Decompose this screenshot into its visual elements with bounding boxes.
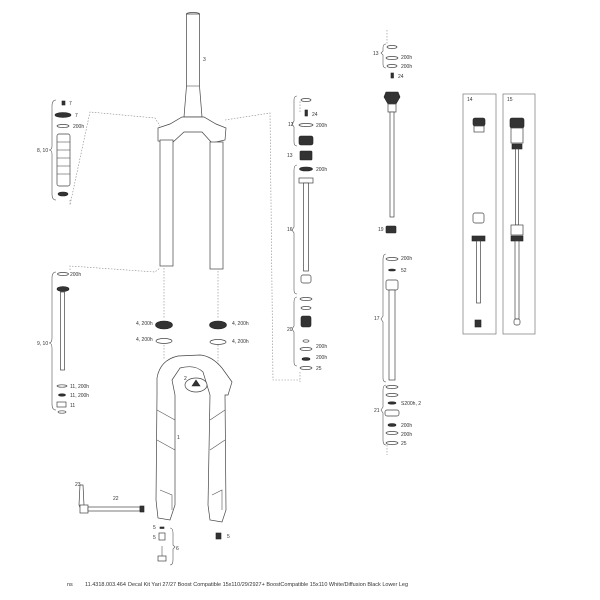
label-part: 200h <box>401 64 412 70</box>
label-air-shaft-group: 9, 10 <box>37 341 48 347</box>
footer-part-number: 11.4318.003.464 <box>85 582 126 588</box>
damper-assembly-boxes <box>462 93 536 335</box>
label-part: 200h <box>401 423 412 429</box>
label-part: 52 <box>401 268 407 274</box>
label-part: 21 <box>374 408 380 414</box>
label-box-14: 14 <box>467 97 473 103</box>
label-seal: 4, 200h <box>136 321 153 327</box>
label-part: 200h <box>316 123 327 129</box>
label-top-cap: 7 <box>75 113 78 119</box>
leader-lines <box>69 30 388 455</box>
label-part: 200h <box>401 55 412 61</box>
label-part: 200h <box>316 344 327 350</box>
label-air-group: 8, 10 <box>37 148 48 154</box>
lower-leg <box>155 354 233 523</box>
label-part: 25 <box>316 366 322 372</box>
footer-qty: ns <box>67 582 73 588</box>
label-part: 13 <box>287 153 293 159</box>
label-seal: 4, 200h <box>232 339 249 345</box>
label-part: 25 <box>401 441 407 447</box>
label-part: 12 <box>288 122 294 128</box>
label-part: 200h <box>401 432 412 438</box>
label-part: 17 <box>374 316 380 322</box>
spring-column <box>291 95 314 370</box>
label-shaft: 11 <box>70 403 75 409</box>
footer-description: Decal Kit Yari 27/27 Boost Compatible 15… <box>128 582 409 588</box>
label-part: 16 <box>287 227 293 233</box>
label-part: 13 <box>373 51 379 57</box>
crown-steerer-uppers <box>157 12 227 270</box>
bottom-bolts <box>157 526 222 566</box>
label-decal: 2 <box>184 376 187 382</box>
label-part: 20 <box>287 327 293 333</box>
label-grease: 200h <box>70 272 81 278</box>
label-part: 19 <box>378 227 384 233</box>
label-bolt: 5 <box>227 534 230 540</box>
label-part: 24 <box>398 74 404 80</box>
air-spring-top-group <box>48 99 72 201</box>
label-axle-lever: 23 <box>75 482 81 488</box>
label-part: 200h <box>316 355 327 361</box>
label-shaft: 11, 200h <box>70 393 89 399</box>
damper-column <box>380 43 401 446</box>
label-part: S200h, 2 <box>401 401 421 407</box>
label-grease: 200h <box>73 124 84 130</box>
label-axle: 22 <box>113 496 119 502</box>
thru-axle <box>78 484 145 514</box>
air-shaft-group <box>48 271 70 414</box>
label-shaft: 11, 200h <box>70 384 89 390</box>
dust-seals <box>155 320 227 345</box>
label-part: 200h <box>401 256 412 262</box>
label-bolt-group: 6 <box>176 546 179 552</box>
label-seal: 4, 200h <box>232 321 249 327</box>
label-lower-leg: 1 <box>177 435 180 441</box>
label-part: 24 <box>312 112 318 118</box>
label-steerer: 3 <box>203 57 206 63</box>
label-bolt: 5 <box>153 535 156 541</box>
label-seal: 4, 200h <box>136 337 153 343</box>
label-box-15: 15 <box>507 97 513 103</box>
label-top-cap: 7 <box>69 101 72 107</box>
label-bolt: 5 <box>153 525 156 531</box>
label-part: 200h <box>316 167 327 173</box>
